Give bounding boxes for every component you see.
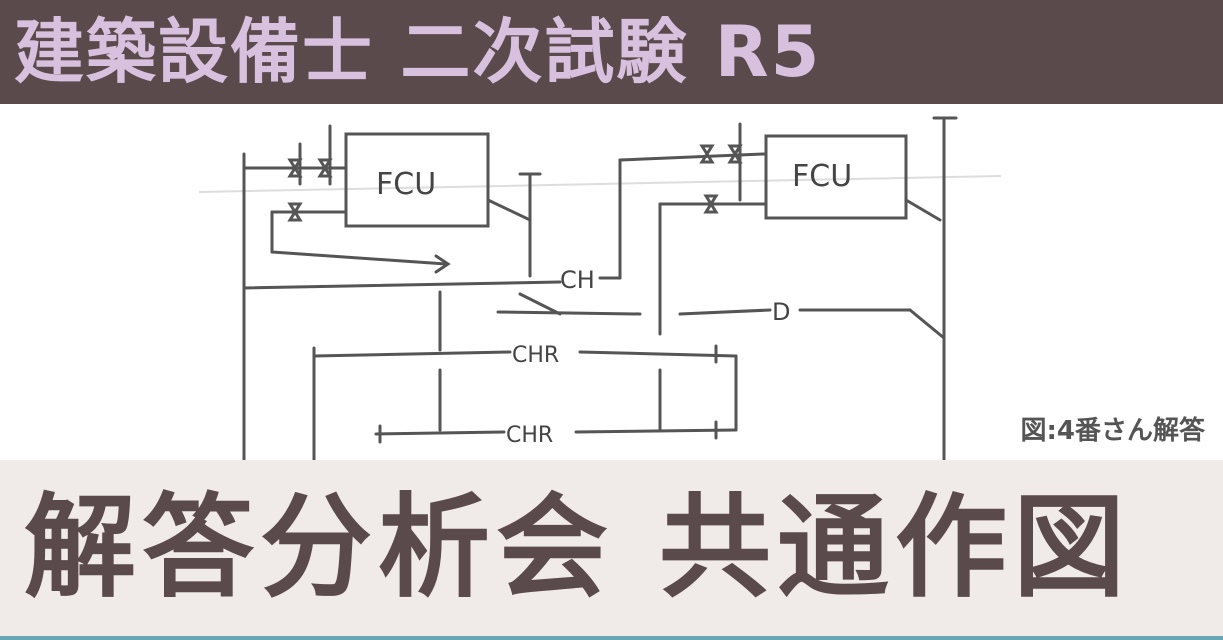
top-banner: 建築設備士 二次試験 R5	[0, 0, 1223, 104]
pipe-label-ch: CH	[560, 266, 595, 294]
pipe-label-chr-lower: CHR	[506, 423, 553, 448]
figure-caption: 図:4番さん解答	[1016, 408, 1209, 449]
fcu-label-right: FCU	[792, 159, 852, 194]
hand-drawn-diagram: FCU FCU CH D CHR CHR	[0, 104, 1223, 460]
pipe-label-d: D	[772, 298, 790, 326]
accent-line	[0, 636, 1223, 640]
bottom-banner: 解答分析会 共通作図	[0, 460, 1223, 636]
footer-title: 解答分析会 共通作図	[24, 483, 1131, 613]
fcu-label-left: FCU	[376, 167, 436, 202]
pipe-label-chr-upper: CHR	[512, 343, 559, 368]
fcu-unit-left	[344, 132, 490, 228]
banner-title: 建築設備士 二次試験 R5	[14, 11, 822, 93]
piping-sketch: FCU FCU CH D CHR CHR	[199, 116, 1001, 460]
fcu-unit-right	[764, 134, 908, 220]
